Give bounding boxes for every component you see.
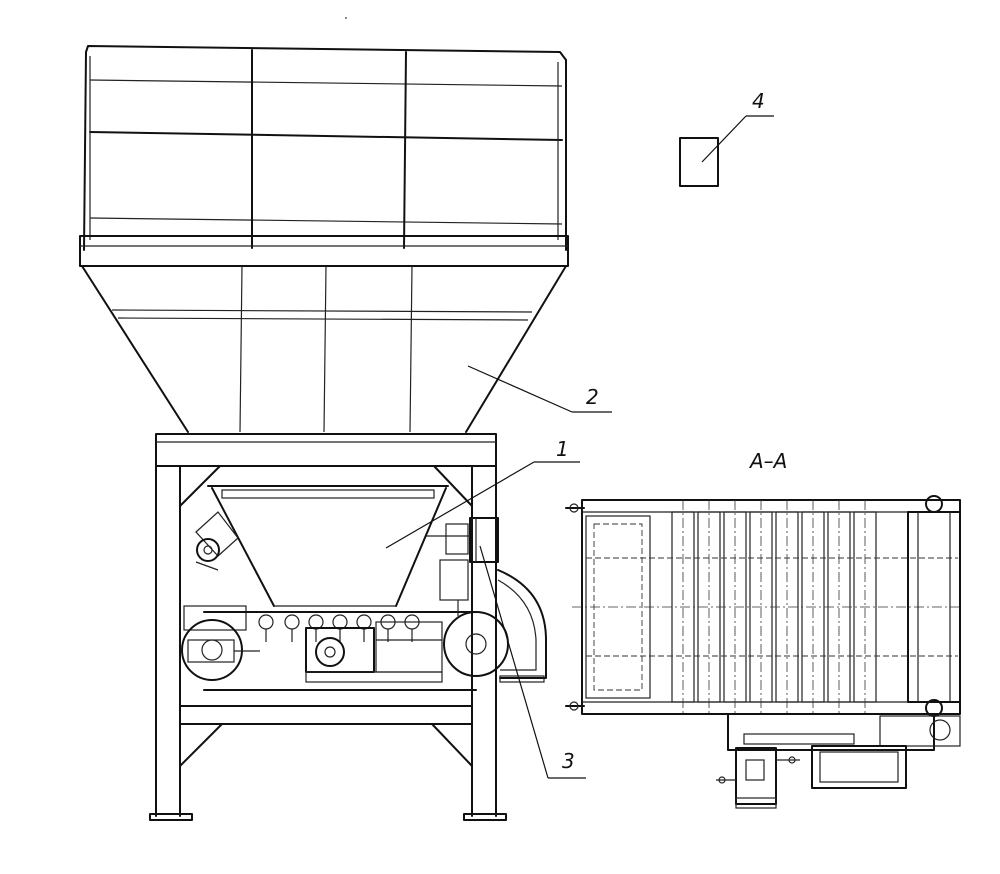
drive-housing [426, 517, 547, 683]
feed-bin [207, 485, 449, 607]
hopper-railing [83, 45, 567, 251]
callout-1: 1 [556, 437, 569, 461]
callout-3: 3 [562, 749, 575, 773]
side-actuator [195, 511, 239, 571]
support-frame [149, 433, 507, 821]
speck [345, 17, 347, 19]
callout-4: 4 [752, 89, 765, 113]
section-label: A–A [748, 449, 787, 473]
hopper-funnel [81, 265, 567, 433]
callout-2: 2 [586, 385, 599, 409]
belt-conveyor [181, 605, 509, 691]
hopper-upper-frame [79, 235, 569, 267]
drive-motor [305, 621, 443, 683]
item-4-box [679, 137, 719, 187]
section-drive-unit [716, 713, 961, 809]
section-view [565, 495, 961, 809]
leader-lines [385, 115, 774, 779]
